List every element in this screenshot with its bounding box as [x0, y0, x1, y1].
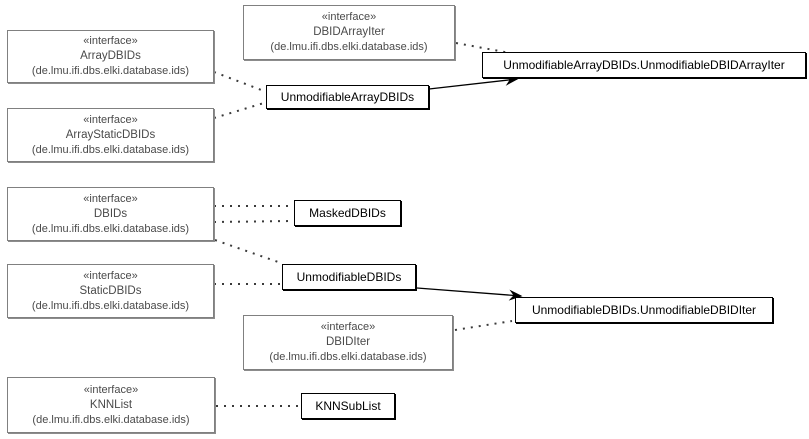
interface-node-staticdbids[interactable]: «interface» StaticDBIDs (de.lmu.ifi.dbs.… — [7, 264, 214, 318]
stereotype-label: «interface» — [320, 321, 376, 333]
class-node-unmodifiablearraydbids[interactable]: UnmodifiableArrayDBIDs — [266, 85, 429, 109]
interface-name: StaticDBIDs — [79, 284, 142, 297]
interface-name: ArrayDBIDs — [80, 50, 141, 62]
class-name: MaskedDBIDs — [309, 206, 386, 220]
class-node-unmodifiabledbids-unmodifiabledbiditer[interactable]: UnmodifiableDBIDs.UnmodifiableDBIDIter — [515, 297, 773, 323]
edge-arraystaticdbids-unmodifiablearraydbids — [213, 102, 265, 119]
class-name: KNNSubList — [315, 399, 381, 413]
edge-dbids-unmodifiabledbids — [214, 239, 282, 264]
class-node-knnsublist[interactable]: KNNSubList — [301, 393, 395, 419]
stereotype-label: «interface» — [83, 113, 138, 126]
interface-name: ArrayStaticDBIDs — [65, 128, 156, 141]
class-name: UnmodifiableDBIDs.UnmodifiableDBIDIter — [531, 303, 757, 317]
stereotype-label: «interface» — [83, 269, 138, 282]
interface-node-knnlist[interactable]: «interface» KNNList (de.lmu.ifi.dbs.elki… — [7, 377, 215, 433]
class-node-unmodifiablearraydbids-unmodifiabledbidarrayiter[interactable]: UnmodifiableArrayDBIDs.UnmodifiableDBIDA… — [482, 52, 806, 78]
edge-dbids-maskeddbids-2 — [213, 220, 293, 223]
interface-node-dbids[interactable]: «interface» DBIDs (de.lmu.ifi.dbs.elki.d… — [7, 187, 214, 241]
stereotype-label: «interface» — [321, 11, 377, 23]
interface-name: DBIDIter — [325, 336, 371, 348]
stereotype-label: «interface» — [83, 383, 139, 396]
class-node-unmodifiabledbids[interactable]: UnmodifiableDBIDs — [282, 264, 416, 290]
interface-node-arraydbids[interactable]: «interface» ArrayDBIDs (de.lmu.ifi.dbs.e… — [7, 30, 214, 83]
interface-node-dbiditer[interactable]: «interface» DBIDIter (de.lmu.ifi.dbs.elk… — [243, 315, 453, 370]
package-label: (de.lmu.ifi.dbs.elki.database.ids) — [269, 351, 427, 363]
edge-unmodifiablearraydbids-inneriter-arrow — [428, 74, 519, 90]
edge-arraydbids-unmodifiablearraydbids — [213, 71, 265, 92]
interface-name: DBIDs — [93, 207, 128, 220]
interface-name: DBIDArrayIter — [313, 26, 385, 38]
class-name: UnmodifiableArrayDBIDs — [280, 90, 415, 104]
package-label: (de.lmu.ifi.dbs.elki.database.ids) — [31, 299, 190, 312]
package-label: (de.lmu.ifi.dbs.elki.database.ids) — [32, 413, 190, 426]
package-label: (de.lmu.ifi.dbs.elki.database.ids) — [31, 143, 190, 156]
interface-node-arraystaticdbids[interactable]: «interface» ArrayStaticDBIDs (de.lmu.ifi… — [7, 108, 214, 162]
package-label: (de.lmu.ifi.dbs.elki.database.ids) — [270, 41, 428, 53]
class-name: UnmodifiableDBIDs — [296, 270, 402, 284]
interface-name: KNNList — [89, 398, 133, 411]
class-node-maskeddbids[interactable]: MaskedDBIDs — [294, 200, 401, 226]
edge-dbiditer-unmodifiabledbiditer — [454, 320, 513, 331]
stereotype-label: «interface» — [83, 192, 138, 205]
interface-node-dbidarrayiter[interactable]: «interface» DBIDArrayIter (de.lmu.ifi.db… — [243, 5, 455, 60]
package-label: (de.lmu.ifi.dbs.elki.database.ids) — [31, 222, 190, 235]
package-label: (de.lmu.ifi.dbs.elki.database.ids) — [31, 65, 190, 77]
stereotype-label: «interface» — [83, 35, 138, 47]
class-name: UnmodifiableArrayDBIDs.UnmodifiableDBIDA… — [503, 58, 785, 72]
edge-unmodifiabledbids-inneriter-arrow — [416, 287, 523, 301]
edge-dbidarrayiter-unmodifiabledbidarrayiter — [455, 42, 511, 54]
